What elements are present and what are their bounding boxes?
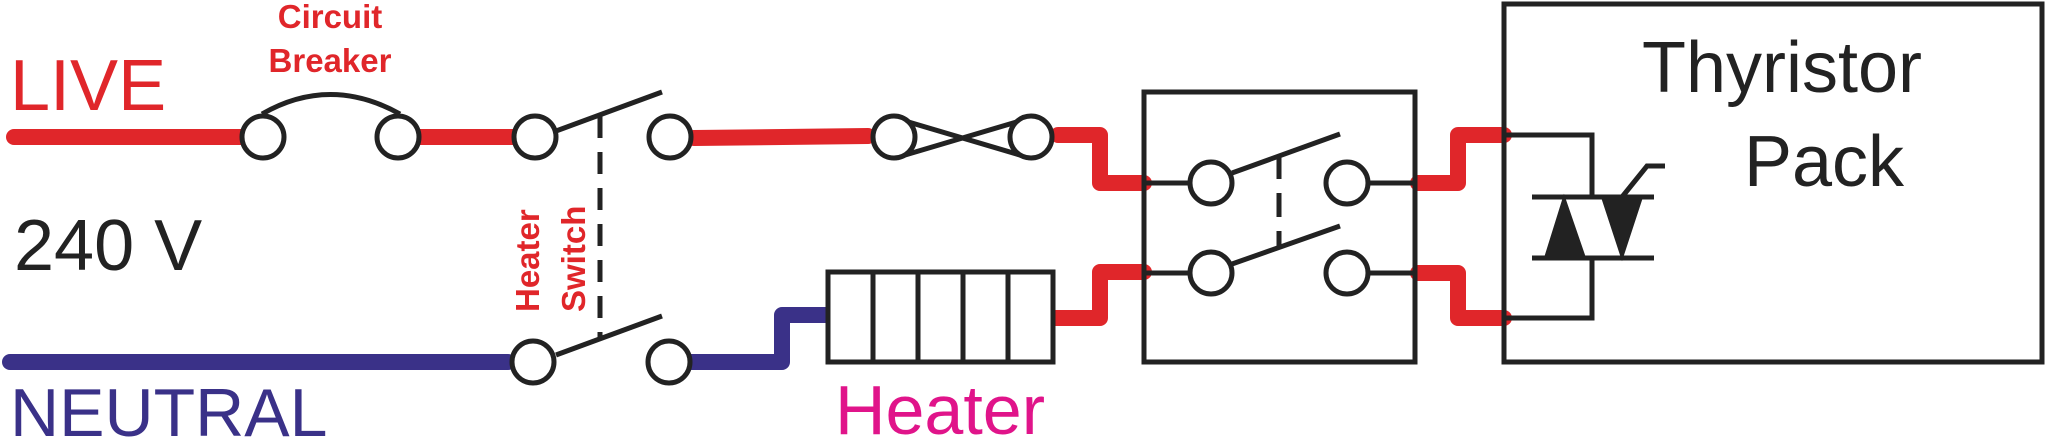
thyristor-pack xyxy=(1501,1,2045,365)
heater-switch-live-out xyxy=(646,113,694,161)
contactor-terminal-1-right xyxy=(1323,159,1371,207)
thyristor-lead-top xyxy=(1504,132,1595,196)
live-wire-contactor-to-thyristor-top xyxy=(1410,127,1512,191)
heater-element-body xyxy=(825,269,1056,365)
thyristor-pack-label-line2: Pack xyxy=(1744,122,1905,202)
contactor-terminal-2-left xyxy=(1187,249,1235,297)
contactor-box xyxy=(1141,89,1418,365)
thyristor-pack-box xyxy=(1501,1,2045,365)
heater-label: Heater xyxy=(835,371,1045,440)
contactor-blade-1 xyxy=(1231,131,1341,176)
live-wire-fuse-to-contactor xyxy=(1050,127,1152,191)
live-wire-contactor-to-thyristor-bottom xyxy=(1410,265,1512,326)
contactor-terminal-2-right xyxy=(1323,249,1371,297)
heater-switch-blade-live xyxy=(555,89,663,134)
fuse-link-terminal-left xyxy=(870,113,918,161)
contactor xyxy=(1141,89,1418,365)
heater-switch-label-line2: Switch xyxy=(555,206,592,312)
heater-switch-live-in xyxy=(511,113,559,161)
neutral-wire-switch-to-heater xyxy=(682,307,838,370)
circuit-breaker-label-line1: Circuit xyxy=(278,0,383,35)
contactor-blade-2 xyxy=(1231,223,1341,267)
fuse-link-cross-b xyxy=(894,115,1031,161)
circuit-breaker-terminal-right xyxy=(374,113,422,161)
thyristor-gate xyxy=(1620,163,1665,199)
thyristor-triangle-left xyxy=(1543,193,1587,259)
thyristor-pack-label-line1: Thyristor xyxy=(1642,28,1922,108)
thyristor-lead-bottom xyxy=(1504,259,1595,321)
neutral-wires xyxy=(2,307,838,370)
contactor-terminal-1-left xyxy=(1187,159,1235,207)
heater-switch-blade-neutral xyxy=(555,313,663,358)
thyristor-triangle-right xyxy=(1600,196,1644,262)
live-wires xyxy=(6,127,1512,326)
circuit-breaker-arc xyxy=(260,92,402,117)
fuse-link-terminal-right xyxy=(1007,113,1055,161)
voltage-label: 240 V xyxy=(14,206,202,286)
fuse-link xyxy=(870,113,1055,161)
live-wire-switch-to-fuse xyxy=(686,128,876,146)
circuit-breaker xyxy=(239,92,422,161)
live-label: LIVE xyxy=(10,46,166,126)
circuit-breaker-label-line2: Breaker xyxy=(269,42,392,79)
circuit-breaker-terminal-left xyxy=(239,113,287,161)
heater-element xyxy=(825,269,1056,365)
live-wire-heater-to-contactor xyxy=(1047,264,1152,326)
heater-switch-neutral-in xyxy=(509,338,557,386)
neutral-label: NEUTRAL xyxy=(10,375,327,440)
heater-switch-neutral-out xyxy=(645,338,693,386)
heater-switch-label-line1: Heater xyxy=(509,209,546,312)
heater-switch xyxy=(509,89,694,386)
